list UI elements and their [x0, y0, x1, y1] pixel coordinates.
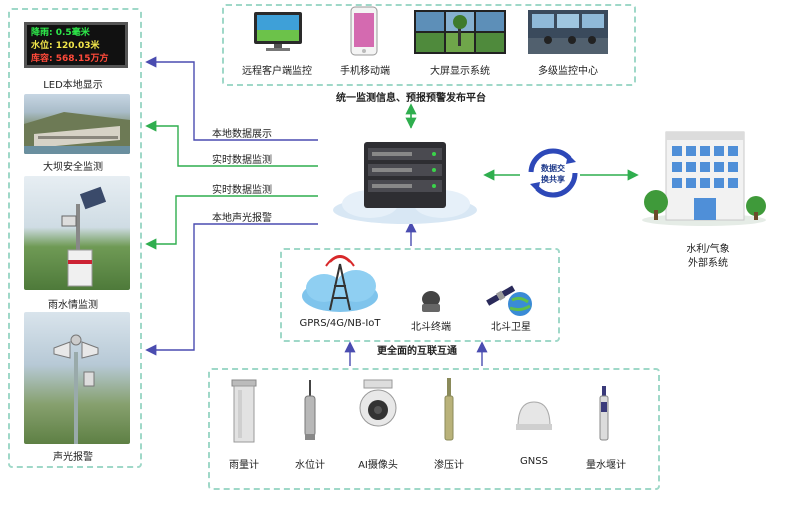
- sensor-label-water-level: 水位计: [295, 460, 325, 471]
- video-wall-icon: [414, 10, 506, 54]
- arrow-realtime-1: [145, 120, 318, 167]
- beidou-satellite-icon: [486, 285, 532, 316]
- sensor-label-gnss: GNSS: [520, 456, 548, 467]
- platform-label-mobile: 手机移动端: [340, 66, 390, 77]
- platform-label-center: 多级监控中心: [538, 66, 598, 77]
- led-row-rain: 降雨: 0.5毫米: [31, 28, 90, 38]
- control-center-icon: [528, 10, 608, 54]
- comms-caption: 更全面的互联互通: [377, 346, 457, 357]
- piezometer-icon: [444, 378, 454, 441]
- flow-label-realtime-1: 实时数据监测: [212, 155, 272, 166]
- sensors-frame: [208, 368, 660, 490]
- sensor-label-rain-gauge: 雨量计: [229, 460, 259, 471]
- beidou-terminal-icon: [422, 291, 440, 312]
- exchange-label-line1: 数据交: [541, 164, 565, 173]
- led-row-level: 水位: 120.03米: [31, 41, 100, 51]
- platform-caption: 统一监测信息、预报预警发布平台: [336, 93, 486, 104]
- left-item-label-alarm: 声光报警: [53, 452, 93, 463]
- flow-label-local-display: 本地数据展示: [212, 129, 272, 140]
- ai-camera-icon: [359, 379, 397, 427]
- data-exchange-icon: [528, 148, 578, 198]
- platform-label-bigscreen: 大屏显示系统: [430, 66, 490, 77]
- dam-photo: [24, 94, 130, 154]
- sensor-label-piezometer: 渗压计: [434, 460, 464, 471]
- arrow-realtime-2: [145, 195, 318, 250]
- comms-label-terminal: 北斗终端: [411, 322, 451, 333]
- arrow-local-alarm: [145, 223, 318, 356]
- led-row-capacity: 库容: 568.15万方: [31, 54, 109, 64]
- sensor-label-ai-camera: AI摄像头: [358, 460, 398, 471]
- weir-meter-icon: [599, 386, 609, 441]
- top-platform-frame: [222, 4, 636, 86]
- left-item-label-dam: 大坝安全监测: [43, 162, 103, 173]
- external-label-line1: 水利/气象: [686, 244, 730, 255]
- mobile-phone-icon: [350, 6, 378, 56]
- led-display: 降雨: 0.5毫米 水位: 120.03米 库容: 568.15万方: [24, 22, 128, 68]
- comms-frame: [280, 248, 560, 342]
- external-label-line2: 外部系统: [688, 258, 728, 269]
- exchange-label-line2: 换共享: [541, 175, 565, 184]
- desktop-monitor-icon: [254, 12, 302, 51]
- sensor-label-weir: 量水堰计: [586, 460, 626, 471]
- cellular-tower-icon: [302, 255, 378, 312]
- flow-label-realtime-2: 实时数据监测: [212, 185, 272, 196]
- flow-label-local-alarm: 本地声光报警: [212, 213, 272, 224]
- comms-label-satellite: 北斗卫星: [491, 322, 531, 333]
- left-item-label-led: LED本地显示: [43, 80, 103, 91]
- server-cloud-icon: [333, 142, 477, 224]
- office-building-icon: [642, 131, 766, 226]
- gnss-antenna-icon: [516, 401, 552, 430]
- alarm-photo: [24, 312, 130, 444]
- left-column-frame: [8, 8, 142, 468]
- left-item-label-rain: 雨水情监测: [48, 300, 98, 311]
- rain-station-photo: [24, 176, 130, 290]
- arrow-local-display: [145, 56, 318, 141]
- rain-gauge-icon: [231, 379, 257, 443]
- water-level-meter-icon: [304, 380, 316, 440]
- comms-label-gprs: GPRS/4G/NB-IoT: [299, 318, 381, 329]
- platform-label-client: 远程客户端监控: [242, 66, 312, 77]
